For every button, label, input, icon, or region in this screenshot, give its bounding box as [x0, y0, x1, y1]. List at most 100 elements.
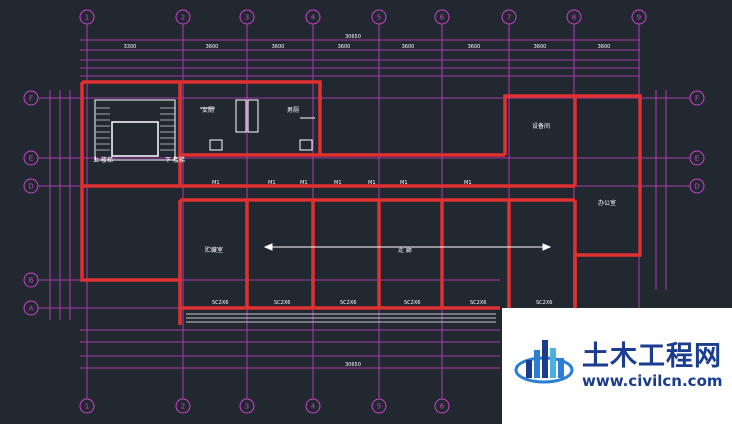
bottom-dimensions: [80, 329, 500, 369]
axis-bubble-bottom-4: 4: [311, 403, 316, 411]
axis-bubbles-bottom: 1 2 3 4 5 6: [79, 398, 450, 414]
watermark-url: www.civilcn.com: [582, 372, 723, 390]
axis-bubble-left-B: B: [29, 277, 34, 285]
axis-bubble-left-F: F: [29, 95, 33, 103]
exterior-walls: [80, 80, 642, 325]
label-stair-down: 下 楼梯: [165, 156, 185, 164]
top-dimension-value: 3600: [272, 44, 285, 50]
label-toilet-men: 男厕: [287, 107, 299, 114]
axis-bubble-bottom-5: 5: [377, 403, 381, 411]
label-toilet-women: 女厕: [202, 106, 214, 114]
axis-bubbles-top: 1 2 3 4 5 6 7 8 9: [79, 9, 647, 25]
axis-bubble-top-4-circle: [305, 9, 321, 25]
axis-bubble-top-8: 8: [572, 14, 576, 22]
top-dimension-value: 3600: [338, 44, 351, 50]
axis-bubble-top-2-circle: [175, 9, 191, 25]
top-dimension-value: 3300: [124, 44, 137, 50]
axis-bubble-bottom-6: 6: [440, 403, 445, 411]
axis-bubble-left-F-circle: [23, 90, 39, 106]
overall-dimension-bottom: 30650: [345, 362, 361, 368]
axis-bubble-left-D-circle: [23, 178, 39, 194]
door-tags: M1 M1 M1 M1 M1 M1 M1: [212, 180, 472, 186]
axis-bubble-left-E-circle: [23, 150, 39, 166]
axis-bubble-top-4: 4: [311, 14, 316, 22]
axis-bubble-bottom-3-circle: [239, 398, 255, 414]
window-tag: SC2X6: [212, 300, 228, 306]
axis-bubble-top-1: 1: [85, 14, 89, 22]
dimension-texts: 30650 30650 3300 3600 3600 3600 3600 3600 3600…: [124, 34, 611, 368]
window-tag: SC2X6: [340, 300, 356, 306]
axis-bubble-top-7: 7: [507, 14, 511, 22]
door-tag: M1: [212, 180, 220, 186]
axis-bubble-bottom-2: 2: [181, 403, 185, 411]
axis-bubble-left-D: D: [28, 183, 33, 191]
axis-bubble-left-A: A: [29, 305, 34, 313]
axis-bubble-left-B-circle: [23, 272, 39, 288]
toilet-fixtures: [200, 99, 315, 151]
watermark-title: 土木工程网: [582, 341, 722, 372]
axis-bubble-bottom-6-circle: [434, 398, 450, 414]
axis-bubble-bottom-4-circle: [305, 398, 321, 414]
axis-bubble-top-1-circle: [79, 9, 95, 25]
door-tag: M1: [400, 180, 408, 186]
label-storage: 贮藏室: [205, 246, 223, 254]
top-dimension-value: 3600: [402, 44, 415, 50]
axis-bubble-left-E: E: [29, 155, 33, 163]
axis-bubble-top-8-circle: [566, 9, 582, 25]
label-office: 办公室: [598, 199, 616, 207]
axis-bubble-right-F: F: [695, 95, 699, 103]
door-tag: M1: [464, 180, 472, 186]
room-labels: 上 楼梯 下 楼梯 女厕 男厕 设备间 办公室 贮藏室 走 廊: [93, 106, 616, 254]
left-dimensions: [49, 90, 71, 320]
label-stair-up: 上 楼梯: [93, 156, 113, 164]
label-corridor: 走 廊: [398, 246, 412, 254]
stair-block: [94, 99, 176, 161]
axis-bubbles-left: F E D B A: [23, 90, 39, 316]
axis-bubble-bottom-5-circle: [371, 398, 387, 414]
axis-bubble-top-3-circle: [239, 9, 255, 25]
top-dimension-value: 3600: [598, 44, 611, 50]
top-dimension-value: 3600: [534, 44, 547, 50]
axis-bubble-bottom-1: 1: [85, 403, 89, 411]
axis-bubble-top-2: 2: [181, 14, 185, 22]
building-logo-icon: [514, 340, 574, 384]
axis-bubble-right-D: D: [694, 183, 699, 191]
axis-grid-horizontal: [38, 97, 690, 309]
axis-bubble-bottom-2-circle: [175, 398, 191, 414]
axis-bubble-right-E-circle: [689, 150, 705, 166]
label-equipment: 设备间: [532, 122, 550, 130]
right-dimensions: [655, 90, 667, 290]
axis-bubble-top-9: 9: [637, 14, 641, 22]
door-tag: M1: [300, 180, 308, 186]
window-tag: SC2X6: [470, 300, 486, 306]
door-tag: M1: [368, 180, 376, 186]
axis-bubble-top-6-circle: [434, 9, 450, 25]
window-tags: SC2X6 SC2X6 SC2X6 SC2X6 SC2X6 SC2X6: [212, 300, 552, 306]
axis-bubble-bottom-1-circle: [79, 398, 95, 414]
bottom-window-sills: [186, 313, 496, 323]
axis-bubble-top-7-circle: [501, 9, 517, 25]
axis-bubbles-right: F E D: [689, 90, 705, 194]
window-tag: SC2X6: [274, 300, 290, 306]
axis-bubble-right-D-circle: [689, 178, 705, 194]
top-dimension-value: 3600: [468, 44, 481, 50]
axis-bubble-right-F-circle: [689, 90, 705, 106]
window-tag: SC2X6: [404, 300, 420, 306]
door-tag: M1: [334, 180, 342, 186]
top-dimensions: [80, 39, 640, 77]
overall-dimension-top: 30650: [345, 34, 361, 40]
watermark-panel: 土木工程网 www.civilcn.com: [502, 308, 732, 424]
door-tag: M1: [268, 180, 276, 186]
axis-bubble-right-E: E: [695, 155, 699, 163]
window-tag: SC2X6: [536, 300, 552, 306]
axis-bubble-bottom-3: 3: [245, 403, 249, 411]
top-dimension-value: 3600: [206, 44, 219, 50]
corridor-axis-arrow: [263, 243, 552, 251]
axis-bubble-top-6: 6: [440, 14, 445, 22]
axis-bubble-top-3: 3: [245, 14, 249, 22]
axis-bubble-top-5-circle: [371, 9, 387, 25]
axis-bubble-top-9-circle: [631, 9, 647, 25]
axis-bubble-top-5: 5: [377, 14, 381, 22]
